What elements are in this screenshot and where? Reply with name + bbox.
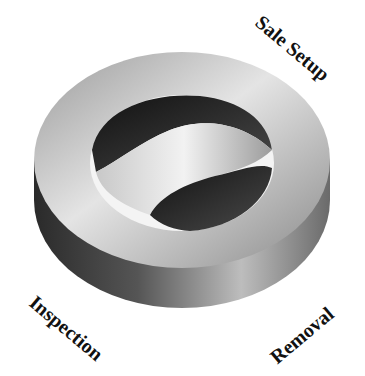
stage-label: Removal: [267, 303, 338, 367]
stage-label: Inspection: [26, 292, 107, 364]
ring-body: [34, 52, 330, 308]
